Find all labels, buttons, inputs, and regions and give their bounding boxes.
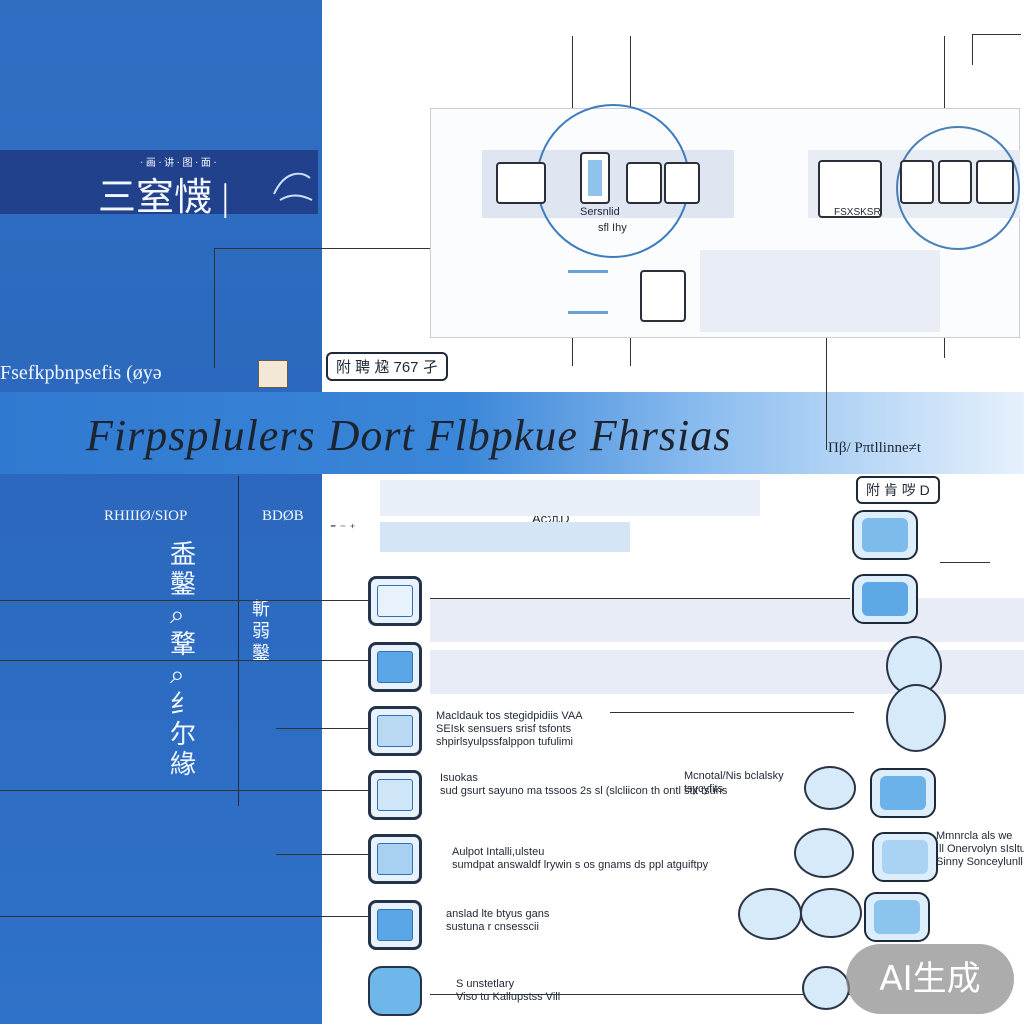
connector [826,260,827,450]
pointer-line [0,790,368,791]
tab-box[interactable] [938,160,972,204]
doc-icon [258,360,288,388]
tab-box[interactable] [976,160,1014,204]
tab-box[interactable] [664,162,700,204]
node-window-icon[interactable] [368,576,422,626]
banner-title: Firpsplulers Dort Flbpkue Fhrsias [86,411,732,460]
node-folder-icon[interactable] [368,642,422,692]
swirl-icon [273,172,313,201]
right-node-doc-icon[interactable] [864,892,930,942]
small-sign: ₌ ₋ ₊ [330,517,356,531]
bubble-icon [794,828,854,878]
left-row-label: Fsefkpbnpsefis (øyə [0,362,162,384]
pointer-line [0,600,368,601]
right-node-doc-icon[interactable] [872,832,938,882]
bubble-icon [802,966,850,1010]
connector [238,476,239,806]
sub-label-b: BDØB [262,508,304,524]
tab-box[interactable] [640,270,686,322]
right-tag[interactable]: 附 肯 哕 D [856,476,940,504]
row-strip [380,522,630,552]
pointer-line [430,598,850,599]
tab-box[interactable] [496,162,546,204]
small-mark [940,528,990,563]
circle-outline [896,126,1020,250]
panel-caption: Sersnlid [580,206,620,218]
bubble-icon [738,888,802,940]
banner [0,392,1024,474]
header-title: 三窒懱 | [98,177,230,219]
top-tag[interactable]: 附 聘 尮 767 孑 [326,352,448,381]
pointer-line [0,660,368,661]
tab-box[interactable] [818,160,882,218]
tab-box[interactable] [580,152,610,204]
node-y-icon[interactable] [368,966,422,1016]
pointer-line [276,728,368,729]
pointer-line [0,916,368,917]
vertical-label-a: 盉 鑿 ⌕ 鞪 ⌕ 纟 尔 緣 [170,540,197,779]
header-caption: · 画 · 讲 · 图 · 面 · [140,158,217,169]
node-map-icon[interactable] [368,834,422,884]
right-node-window-icon[interactable] [852,574,918,624]
pointer-line [276,854,368,855]
pointer-line [430,994,850,995]
vertical-label-b: 斬 弱 鑿 [252,599,270,663]
bubble-icon [886,684,946,752]
title-band [0,150,318,214]
panel-strip [700,250,940,332]
right-label: Πβ/ Pπtllinne≠t [828,440,922,456]
panel-caption: FSXSKSR [834,207,881,218]
row-strip [380,480,760,516]
connector [214,248,215,368]
ai-generated-badge: AI生成 [846,944,1014,1014]
row-bar [430,598,1024,642]
sub-label-a: RHIIIØ/SIOP [104,508,188,524]
node-doc-icon[interactable] [368,900,422,950]
pointer-line [610,712,854,713]
bubble-icon [804,766,856,810]
corner-bracket [972,34,1021,65]
right-node-play-icon[interactable] [870,768,936,818]
right-node-window-icon[interactable] [852,510,918,560]
bar-icon [568,270,608,314]
panel-caption: sfl Ihy [598,222,627,234]
tab-box[interactable] [626,162,662,204]
node-circuit-icon[interactable] [368,706,422,756]
node-chart-icon[interactable] [368,770,422,820]
tab-box[interactable] [900,160,934,204]
bubble-icon [800,888,862,938]
